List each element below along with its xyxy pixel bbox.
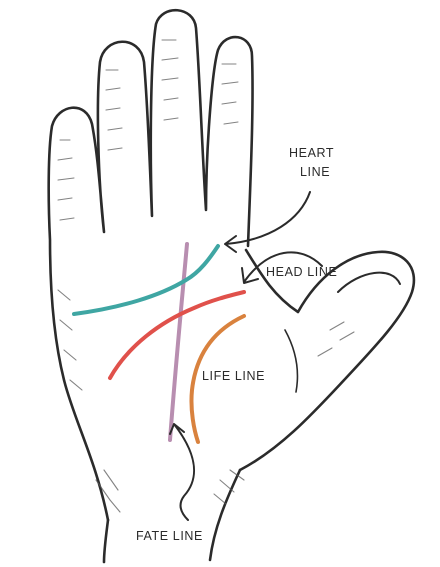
curved-arrow-icon [169, 423, 196, 521]
heart-line-label-line1: HEART [289, 146, 334, 160]
curved-arrow-icon [241, 251, 323, 284]
head-line-label: HEAD LINE [266, 265, 337, 279]
life-line-label: LIFE LINE [202, 369, 265, 383]
fate-line-label: FATE LINE [136, 529, 203, 543]
heart-line-label-line2: LINE [300, 165, 330, 179]
heart-line [72, 244, 220, 316]
fate-line [168, 242, 189, 442]
palm-lines [72, 242, 246, 444]
head-line [108, 290, 246, 380]
life-line [189, 314, 246, 444]
curved-arrow-icon [224, 191, 311, 253]
shading [57, 39, 355, 513]
arrows [169, 191, 323, 521]
palm-outline [47, 8, 416, 564]
